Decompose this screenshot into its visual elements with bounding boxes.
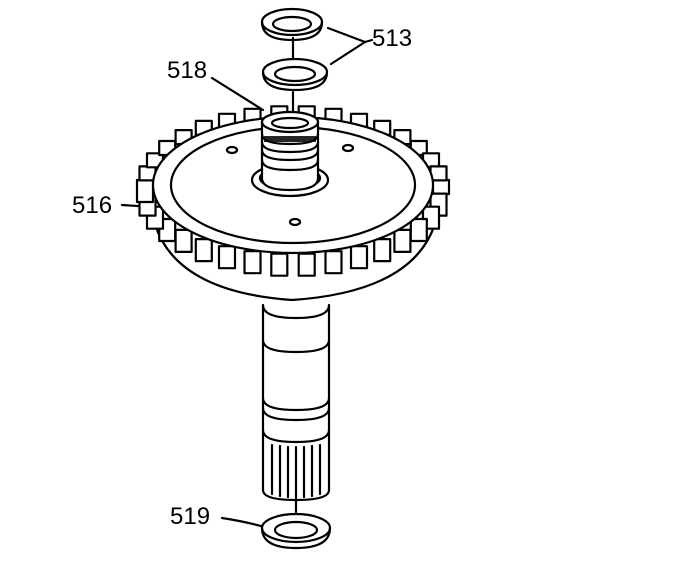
callout-label-518: 518 [167, 57, 208, 84]
output-shaft [261, 303, 331, 502]
gear-tooth [297, 252, 316, 277]
leader-513-a [326, 26, 367, 44]
callout-label-519: 519 [170, 503, 211, 530]
gear-tooth [393, 228, 412, 253]
upper-thrust-washer [260, 7, 324, 42]
gear-tooth [135, 178, 155, 204]
callout-label-516: 516 [72, 192, 113, 219]
gear-tooth [409, 217, 428, 243]
callout-label-513: 513 [372, 25, 413, 52]
leader-513-stem [363, 38, 374, 44]
gear-tooth [270, 252, 289, 277]
gear-tooth [349, 245, 369, 270]
gear-tooth [194, 238, 213, 263]
leader-513-b [329, 40, 367, 66]
gear-tooth [431, 178, 451, 196]
gear-tooth [174, 228, 193, 253]
bottom-thrust-washer [260, 512, 332, 550]
gear-tooth [217, 245, 237, 270]
gear-tooth [324, 250, 343, 275]
leader-518 [210, 76, 265, 112]
shaft-splines [270, 443, 322, 500]
sealing-rings-hub [260, 110, 320, 192]
gear-tooth [373, 238, 392, 263]
gear-tooth [243, 250, 262, 275]
gear-teeth [135, 105, 451, 277]
lower-thrust-washer [261, 57, 329, 92]
